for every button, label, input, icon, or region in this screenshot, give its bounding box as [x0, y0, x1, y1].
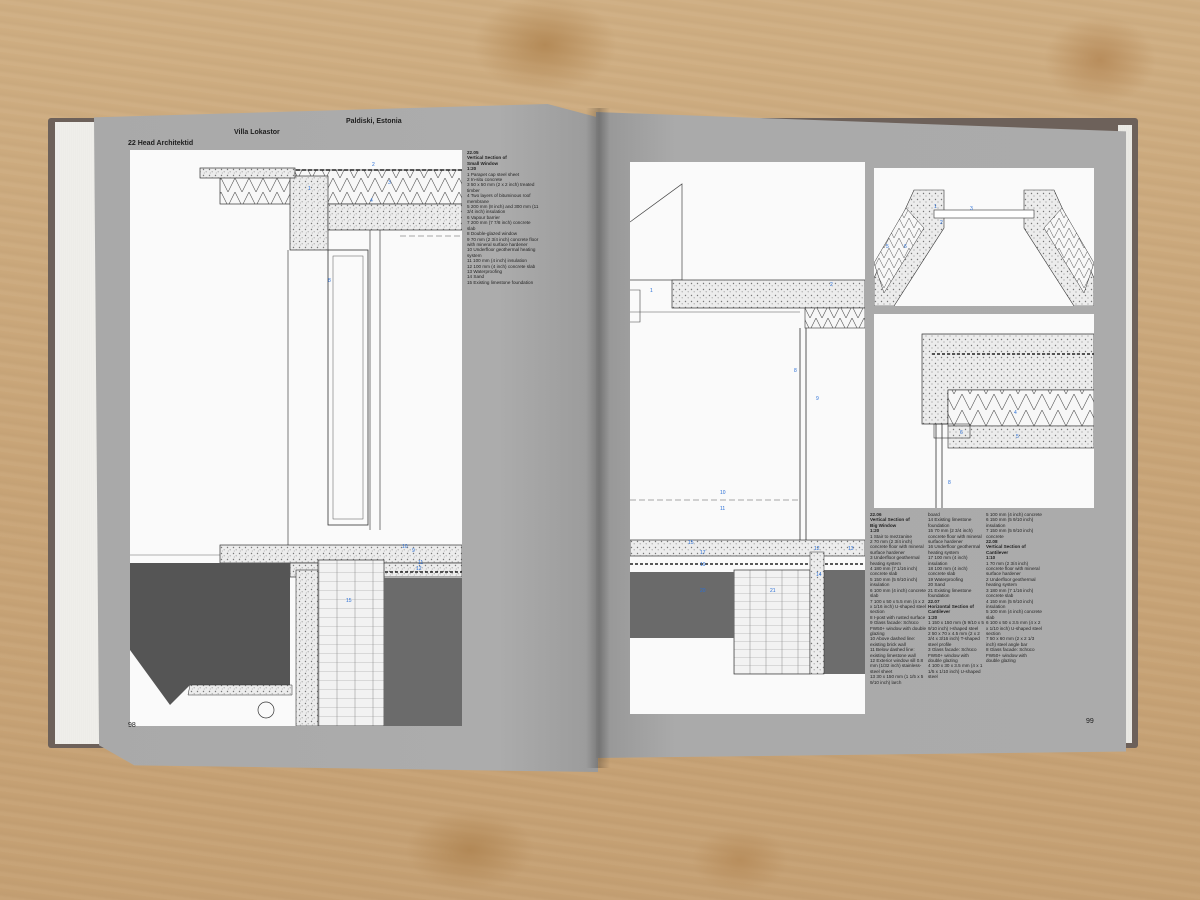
left-page-number: 98	[128, 722, 136, 729]
svg-text:1: 1	[650, 288, 653, 294]
svg-text:21: 21	[770, 588, 776, 594]
svg-text:14: 14	[816, 572, 822, 578]
svg-text:9: 9	[412, 548, 415, 554]
svg-text:20: 20	[700, 588, 706, 594]
svg-text:12: 12	[814, 546, 820, 552]
svg-text:2: 2	[830, 282, 833, 288]
project-header: Villa Lokastor	[234, 129, 280, 136]
svg-text:11: 11	[720, 506, 725, 512]
cantilever-vertical-section-drawing: 4 5 6 8	[874, 314, 1094, 508]
svg-text:6: 6	[904, 244, 907, 250]
svg-text:6: 6	[960, 430, 963, 436]
cantilever-vertical-caption: 5 100 mm (4 inch) concrete 6 150 mm (5 9…	[986, 512, 1042, 663]
svg-text:9: 9	[816, 396, 819, 402]
svg-text:2: 2	[940, 220, 943, 226]
svg-text:17: 17	[700, 550, 706, 556]
small-window-caption: 22.05 Vertical Section of Small Window 1…	[467, 150, 539, 285]
svg-text:8: 8	[328, 278, 331, 284]
svg-text:13: 13	[848, 546, 854, 552]
svg-text:2: 2	[372, 162, 375, 168]
small-window-section-drawing: 1 2 3 4 8 9 10 11 12 15	[130, 150, 462, 726]
svg-text:4: 4	[1014, 410, 1017, 416]
svg-text:12: 12	[416, 566, 422, 572]
svg-text:8: 8	[948, 480, 951, 486]
svg-text:5: 5	[1016, 434, 1019, 440]
big-window-section-drawing: 1 2 8 9 10 11 12 13 14 15 17 19 20 21	[630, 162, 865, 714]
svg-text:15: 15	[688, 540, 694, 546]
location-header: Paldiski, Estonia	[346, 118, 402, 125]
svg-text:3: 3	[388, 180, 391, 186]
chapter-header: 22 Head Architektid	[128, 140, 194, 147]
svg-text:5: 5	[886, 244, 889, 250]
right-page-number: 99	[1086, 718, 1094, 725]
svg-text:3: 3	[970, 206, 973, 212]
svg-text:1: 1	[934, 204, 937, 210]
svg-text:1: 1	[308, 186, 311, 192]
svg-text:11: 11	[418, 560, 423, 566]
svg-text:10: 10	[402, 544, 408, 550]
svg-text:19: 19	[700, 562, 706, 568]
svg-text:8: 8	[794, 368, 797, 374]
svg-text:10: 10	[720, 490, 726, 496]
book-gutter-shadow	[586, 108, 610, 768]
svg-text:15: 15	[346, 598, 352, 604]
big-window-caption: 22.06 Vertical Section of Big Window 1:2…	[870, 512, 927, 685]
cantilever-horizontal-section-drawing: 1 2 3 5 6	[874, 168, 1094, 306]
svg-text:4: 4	[370, 198, 373, 204]
cantilever-horizontal-caption: board 14 Existing limestone foundation 1…	[928, 512, 984, 680]
